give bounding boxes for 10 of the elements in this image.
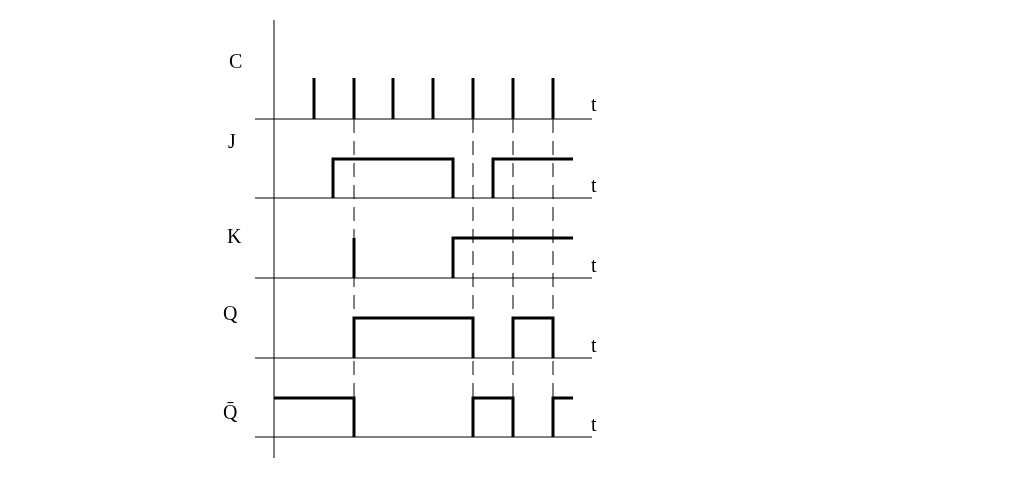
- signal-name: C: [229, 50, 243, 72]
- signal-name: J: [228, 130, 236, 152]
- time-axis-label: t: [591, 334, 597, 356]
- time-axis-label: t: [591, 93, 597, 115]
- time-axis-label: t: [591, 254, 597, 276]
- signal-name: Q̄: [223, 401, 238, 423]
- signal-name: Q: [223, 302, 238, 324]
- time-axis-label: t: [591, 413, 597, 435]
- time-axis-label: t: [591, 174, 597, 196]
- signal-name: K: [227, 225, 242, 247]
